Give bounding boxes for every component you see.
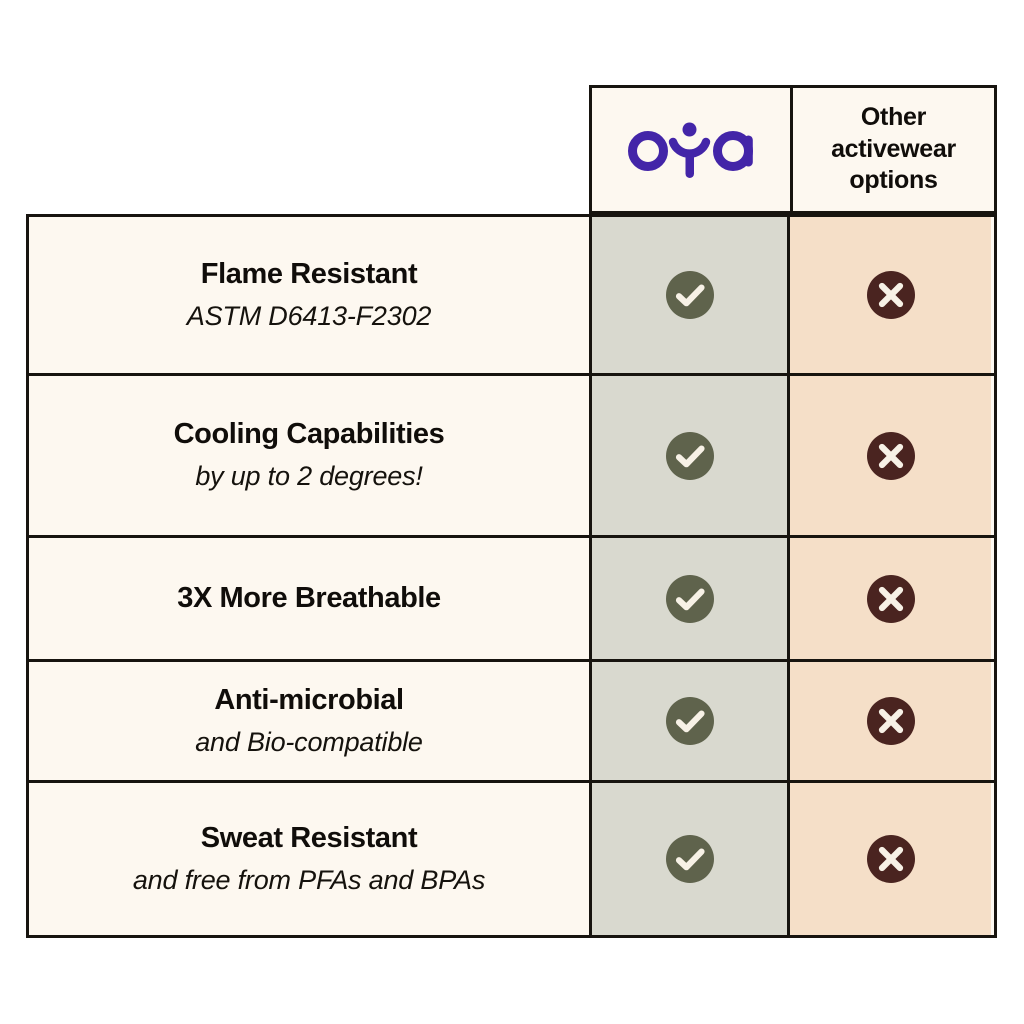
- other-cell: [787, 217, 991, 373]
- feature-title: Anti-microbial: [214, 683, 404, 716]
- header-other-line-2: activewear: [831, 134, 956, 163]
- check-icon: [665, 271, 714, 319]
- cross-icon: [866, 271, 915, 319]
- feature-title: Sweat Resistant: [200, 821, 418, 854]
- table-row: 3X More Breathable: [29, 538, 994, 662]
- table-row: Cooling Capabilities by up to 2 degrees!: [29, 376, 994, 538]
- feature-subtitle: and Bio-compatible: [195, 726, 423, 757]
- header-cell-other-activewear: Other activewear options: [790, 88, 994, 211]
- feature-cell: Sweat Resistant and free from PFAs and B…: [29, 783, 589, 935]
- table-header: Other activewear options: [589, 85, 997, 214]
- cross-icon: [866, 835, 915, 883]
- oya-cell: [589, 217, 787, 373]
- feature-subtitle: by up to 2 degrees!: [195, 461, 423, 492]
- feature-comparison-table: Flame Resistant ASTM D6413-F2302 Cooling…: [26, 214, 997, 938]
- other-cell: [787, 538, 991, 659]
- oya-cell: [589, 783, 787, 935]
- check-icon: [665, 574, 714, 623]
- check-icon: [665, 431, 714, 480]
- check-icon: [665, 697, 714, 745]
- feature-cell: Flame Resistant ASTM D6413-F2302: [29, 217, 589, 373]
- feature-cell: Anti-microbial and Bio-compatible: [29, 662, 589, 780]
- feature-cell: 3X More Breathable: [29, 538, 589, 659]
- feature-subtitle: and free from PFAs and BPAs: [132, 864, 486, 895]
- feature-title: Flame Resistant: [200, 257, 418, 290]
- cross-icon: [866, 574, 915, 623]
- oya-cell: [589, 376, 787, 535]
- other-cell: [787, 662, 991, 780]
- table-row: Flame Resistant ASTM D6413-F2302: [29, 217, 994, 376]
- cross-icon: [866, 431, 915, 480]
- check-icon: [665, 835, 714, 883]
- cross-icon: [866, 697, 915, 745]
- header-other-line-3: options: [849, 166, 938, 195]
- feature-subtitle: ASTM D6413-F2302: [186, 300, 432, 331]
- table-row: Anti-microbial and Bio-compatible: [29, 662, 994, 783]
- oya-logo-icon: [628, 122, 753, 178]
- feature-title: Cooling Capabilities: [173, 418, 445, 451]
- feature-cell: Cooling Capabilities by up to 2 degrees!: [29, 376, 589, 535]
- table-row: Sweat Resistant and free from PFAs and B…: [29, 783, 994, 935]
- oya-cell: [589, 538, 787, 659]
- header-other-title: Other activewear options: [825, 102, 962, 197]
- oya-cell: [589, 662, 787, 780]
- other-cell: [787, 376, 991, 535]
- feature-title: 3X More Breathable: [177, 581, 441, 614]
- header-cell-oya: [592, 88, 790, 211]
- header-other-line-1: Other: [860, 102, 927, 131]
- other-cell: [787, 783, 991, 935]
